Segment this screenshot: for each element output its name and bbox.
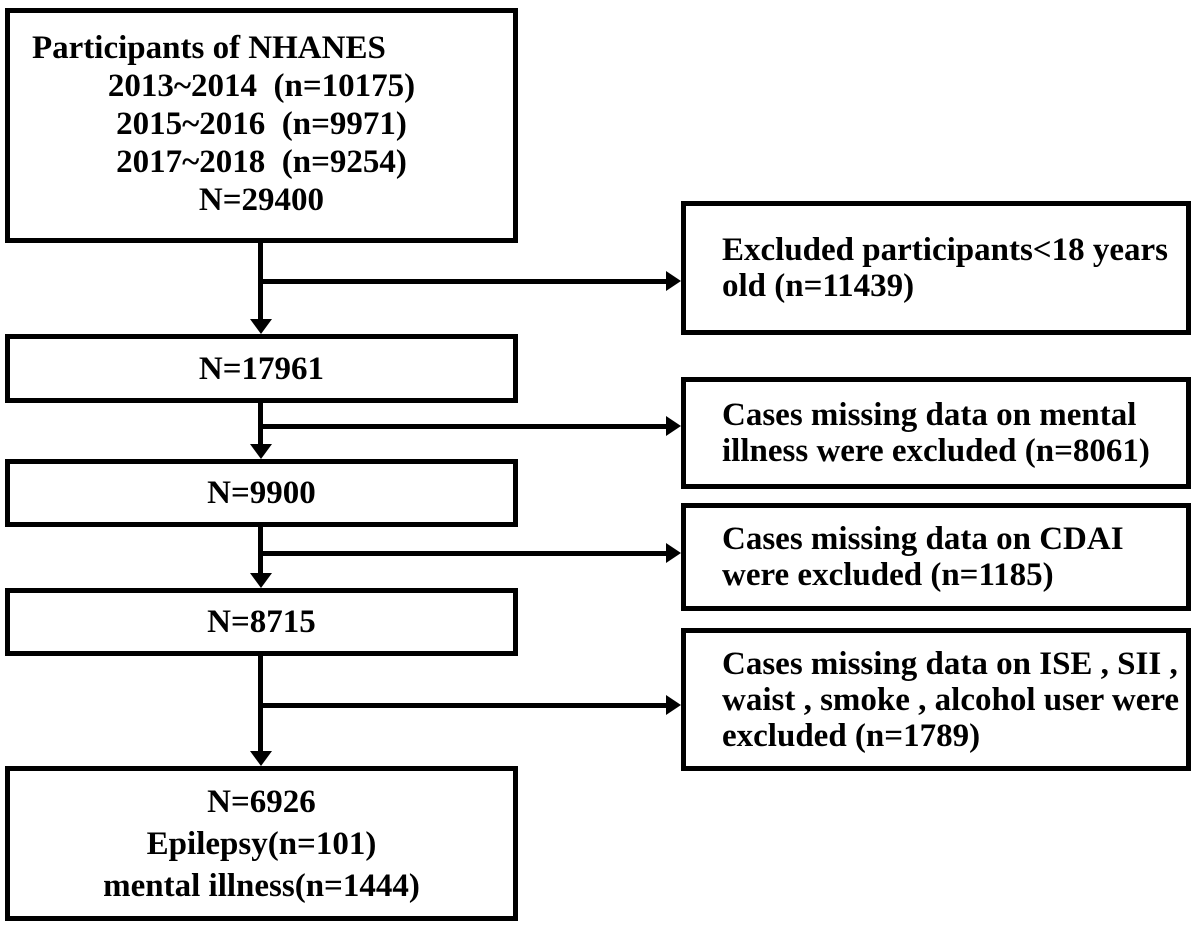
box-n9900: N=9900 [5, 459, 518, 527]
total-n: N=29400 [198, 182, 325, 218]
connector-line-right-2 [260, 424, 667, 429]
n-value: N=17961 [198, 350, 325, 387]
box-n17961: N=17961 [5, 334, 518, 403]
exclusion-text-line: excluded (n=1789) [722, 717, 981, 754]
cycle-2013-2014: 2013~2014 (n=10175) [107, 68, 416, 104]
connector-line-right-4 [260, 703, 667, 708]
connector-line-down-3 [258, 527, 263, 574]
exclusion-text-line: Excluded participants<18 years [722, 232, 1168, 268]
exclusion-text-line: Cases missing data on CDAI [722, 521, 1124, 557]
exclusion-text-line: old (n=11439) [722, 268, 915, 304]
box-participants-nhanes: Participants of NHANES 2013~2014 (n=1017… [5, 8, 518, 243]
exclusion-text-line: Cases missing data on ISE , SII , [722, 645, 1178, 682]
box-excluded-under-18: Excluded participants<18 years old (n=11… [681, 201, 1191, 335]
arrow-down-icon [250, 319, 272, 334]
arrow-down-icon [250, 751, 272, 766]
mental-illness-n: mental illness(n=1444) [103, 867, 420, 904]
arrow-right-icon [666, 271, 681, 291]
box-excluded-mental-missing: Cases missing data on mental illness wer… [681, 377, 1191, 489]
arrow-down-icon [250, 573, 272, 588]
exclusion-text-line: waist , smoke , alcohol user were [722, 681, 1180, 718]
cycle-2015-2016: 2015~2016 (n=9971) [116, 106, 407, 142]
n-value: N=9900 [207, 475, 316, 511]
exclusion-text-line: Cases missing data on mental [722, 397, 1137, 433]
box-excluded-cdai-missing: Cases missing data on CDAI were excluded… [681, 503, 1191, 611]
arrow-down-icon [250, 444, 272, 459]
n-value: N=8715 [207, 604, 316, 640]
box-n8715: N=8715 [5, 588, 518, 656]
arrow-right-icon [666, 543, 681, 563]
exclusion-text-line: were excluded (n=1185) [722, 557, 1054, 593]
arrow-right-icon [666, 416, 681, 436]
epilepsy-n: Epilepsy(n=101) [146, 825, 377, 862]
box-title: Participants of NHANES [32, 30, 386, 66]
final-n: N=6926 [207, 783, 316, 820]
arrow-right-icon [666, 695, 681, 715]
box-final-sample: N=6926 Epilepsy(n=101) mental illness(n=… [5, 766, 518, 921]
connector-line-right-3 [260, 551, 667, 556]
box-excluded-covariates-missing: Cases missing data on ISE , SII , waist … [681, 628, 1191, 771]
connector-line-right-1 [260, 279, 667, 284]
exclusion-text-line: illness were excluded (n=8061) [722, 433, 1150, 469]
cycle-2017-2018: 2017~2018 (n=9254) [116, 144, 407, 180]
